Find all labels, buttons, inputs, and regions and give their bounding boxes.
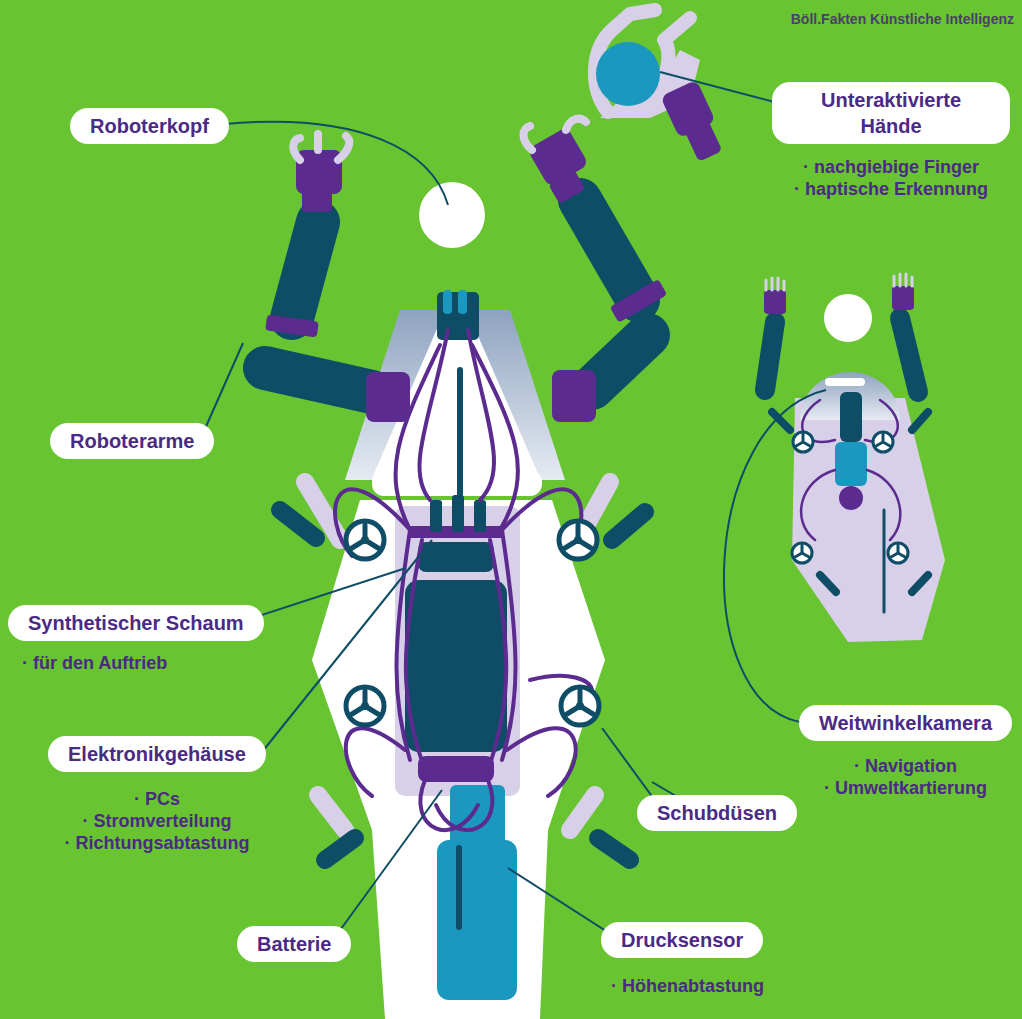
- label-box: Elektronikgehäuse· PCs· Stromverteilung·…: [48, 736, 266, 772]
- part-name: Schubdüsen: [657, 800, 777, 826]
- feature-note: · Stromverteilung: [82, 810, 231, 832]
- robot-arms: [265, 119, 667, 422]
- feature-note: · Höhenabtastung: [611, 975, 764, 997]
- part-name: Synthetischer Schaum: [28, 610, 244, 636]
- part-name: Batterie: [257, 931, 331, 957]
- thrusters: [346, 521, 599, 725]
- part-name: Elektronikgehäuse: [68, 741, 246, 767]
- part-name: Roboterarme: [70, 428, 194, 454]
- feature-note: · Richtungsabtastung: [64, 832, 249, 854]
- feature-note: · PCs: [134, 788, 180, 810]
- feature-note: · haptische Erkennung: [794, 178, 988, 200]
- feature-note: · nachgiebige Finger: [803, 156, 979, 178]
- part-name: Weitwinkelkamera: [819, 710, 992, 736]
- label-box: Synthetischer Schaum· für den Auftrieb: [8, 605, 264, 641]
- neck-connector: [458, 290, 467, 314]
- compliant-hand: [595, 10, 722, 162]
- label-box: Drucksensor· Höhenabtastung: [601, 922, 763, 958]
- label-box: Batterie: [237, 926, 351, 962]
- inner-panel: [395, 506, 520, 796]
- label-box: Weitwinkelkamera· Navigation· Umweltkart…: [799, 705, 1012, 741]
- feature-note: · Umweltkartierung: [824, 777, 987, 799]
- feature-note: · Navigation: [854, 755, 957, 777]
- cables: [335, 330, 592, 830]
- label-box: Schubdüsen: [637, 795, 797, 831]
- electronics-housing: [405, 495, 507, 782]
- small-robot: [764, 274, 945, 642]
- label-box: Roboterarme: [50, 423, 214, 459]
- leader-lines: [200, 72, 826, 944]
- label-box: Unteraktivierte Hände· nachgiebige Finge…: [772, 82, 1010, 144]
- neck-connector: [443, 290, 452, 314]
- part-name: Drucksensor: [621, 927, 743, 953]
- publisher-note: Böll.Fakten Künstliche Intelligenz: [791, 11, 1014, 27]
- hull-foam: [312, 500, 605, 1019]
- part-name: Roboterkopf: [90, 113, 209, 139]
- robot-head: [419, 182, 485, 248]
- feature-note: · für den Auftrieb: [22, 652, 167, 674]
- battery: [437, 785, 517, 1000]
- part-name: Unteraktivierte Hände: [792, 87, 990, 139]
- label-box: Roboterkopf: [70, 108, 229, 144]
